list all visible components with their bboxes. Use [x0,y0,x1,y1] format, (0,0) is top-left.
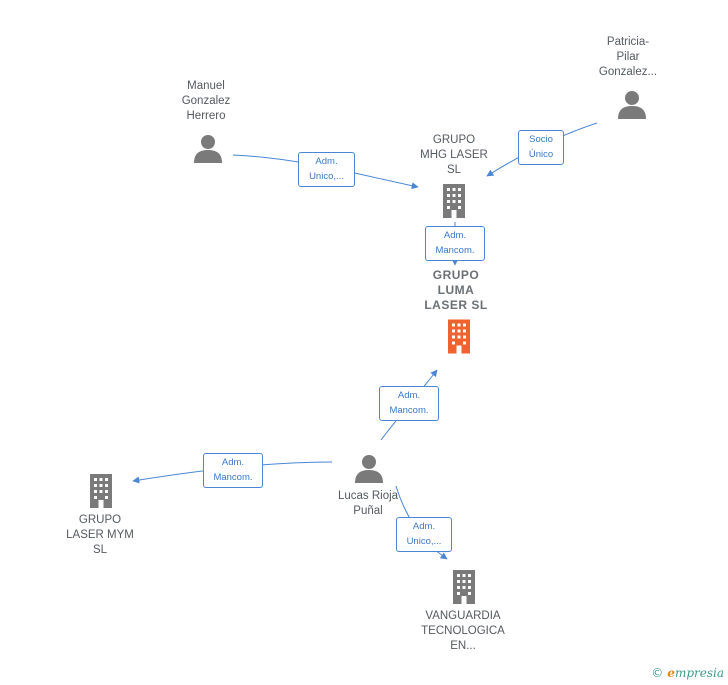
node-patricia-label[interactable]: Patricia- Pilar Gonzalez... [598,36,658,78]
brand-logo[interactable]: ©empresia [651,666,724,680]
copyright-icon: © [651,666,664,680]
node-mhg-label[interactable]: GRUPO MHG LASER SL [420,134,488,176]
person-icon[interactable] [354,453,384,483]
node-luma-label[interactable]: GRUPO LUMA LASER SL [424,268,488,312]
building-icon[interactable] [440,184,468,218]
edge-label-manuel-mhg[interactable]: Adm. Unico,... [298,152,355,187]
building-icon[interactable] [87,474,115,508]
building-icon[interactable] [445,319,473,354]
edge-label-mhg-luma[interactable]: Adm. Mancom. [425,226,485,261]
node-lucas-label[interactable]: Lucas Rioja Puñal [337,490,399,517]
building-icon[interactable] [450,570,478,604]
edge-label-patricia-mhg[interactable]: Socio Único [518,130,564,165]
node-manuel-label[interactable]: Manuel Gonzalez Herrero [181,80,231,122]
edge-label-lucas-mym[interactable]: Adm. Mancom. [203,453,263,488]
node-mym-label[interactable]: GRUPO LASER MYM SL [66,514,134,556]
person-icon[interactable] [617,89,647,119]
node-vanguardia-label[interactable]: VANGUARDIA TECNOLOGICA EN... [421,610,505,652]
edge-label-lucas-luma[interactable]: Adm. Mancom. [379,386,439,421]
edge-label-lucas-vanguardia[interactable]: Adm. Unico,... [396,517,452,552]
person-icon[interactable] [193,133,223,163]
